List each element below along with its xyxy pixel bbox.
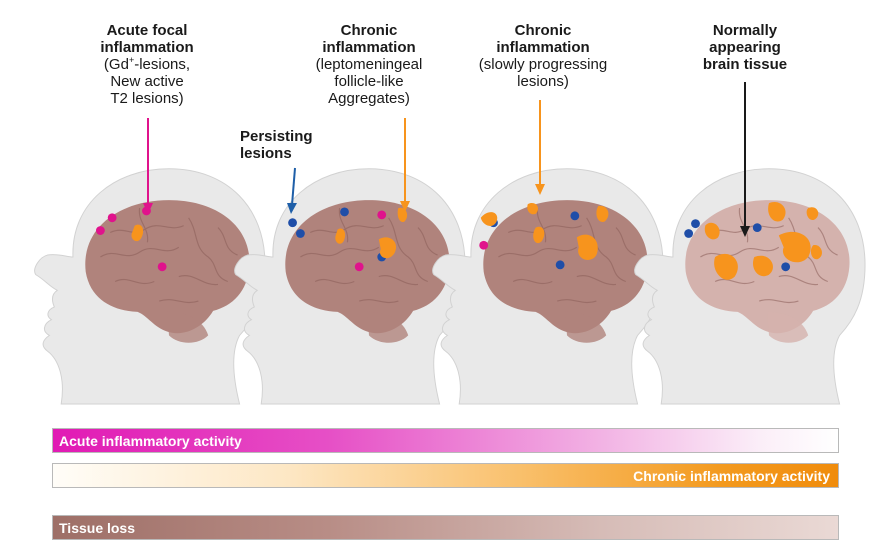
- head-4: [635, 169, 865, 404]
- acute-bar-label: Acute inflammatory activity: [59, 433, 242, 449]
- lesion-blue: [691, 219, 700, 228]
- lesion-blue: [296, 229, 305, 238]
- lesion-magenta: [377, 210, 386, 219]
- head-3: [433, 169, 663, 404]
- lesion-blue: [781, 262, 790, 271]
- chronic-bar-label: Chronic inflammatory activity: [633, 468, 830, 484]
- lesion-blue: [684, 229, 693, 238]
- lesion-magenta: [108, 213, 117, 222]
- tissue-loss-bar: Tissue loss: [52, 515, 839, 540]
- lesion-magenta: [96, 226, 105, 235]
- lesion-magenta: [479, 241, 488, 250]
- brain-illustrations: [0, 0, 876, 420]
- head-2: [235, 169, 465, 404]
- lesion-blue: [340, 208, 349, 217]
- chronic-inflammatory-activity-bar: Chronic inflammatory activity: [52, 463, 839, 488]
- acute-inflammatory-activity-bar: Acute inflammatory activity: [52, 428, 839, 453]
- lesion-magenta: [158, 262, 167, 271]
- lesion-blue: [288, 218, 297, 227]
- lesion-blue: [570, 211, 579, 220]
- lesion-magenta: [355, 262, 364, 271]
- lesion-blue: [753, 223, 762, 232]
- tissue-bar-label: Tissue loss: [59, 520, 135, 536]
- lesion-blue: [556, 260, 565, 269]
